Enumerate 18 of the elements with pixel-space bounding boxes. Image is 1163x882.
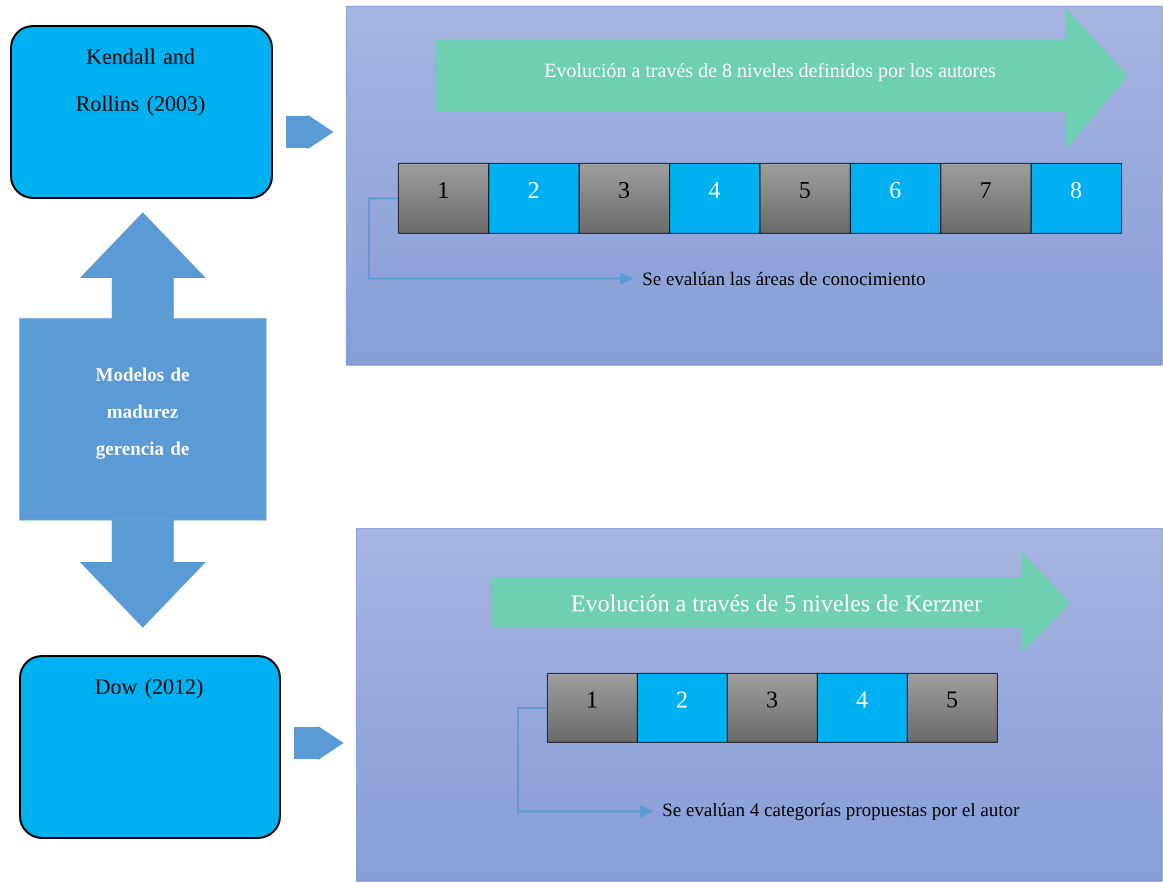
level-cell: 4 <box>669 163 761 234</box>
level-cell: 2 <box>488 163 580 234</box>
level-cell: 7 <box>940 163 1032 234</box>
level-cell: 3 <box>578 163 670 234</box>
rounded-box: Kendall and Rollins (2003) <box>10 25 273 199</box>
level-cell: 6 <box>850 163 942 234</box>
level-cell: 4 <box>817 673 908 743</box>
level-cell: 1 <box>398 163 490 234</box>
rounded-box: Dow (2012) <box>19 655 281 839</box>
note-text: Se evalúan 4 categorías propuestas por el autor <box>663 802 1020 821</box>
center-block: Modelos de madurez gerencia de <box>19 318 267 521</box>
level-cell: 8 <box>1030 163 1122 234</box>
level-cell: 1 <box>547 673 638 743</box>
note-text: Se evalúan las áreas de conocimiento <box>643 271 925 286</box>
level-cell: 2 <box>637 673 728 743</box>
level-cell: 5 <box>907 673 998 743</box>
level-cell: 3 <box>727 673 818 743</box>
level-cell: 5 <box>759 163 851 234</box>
